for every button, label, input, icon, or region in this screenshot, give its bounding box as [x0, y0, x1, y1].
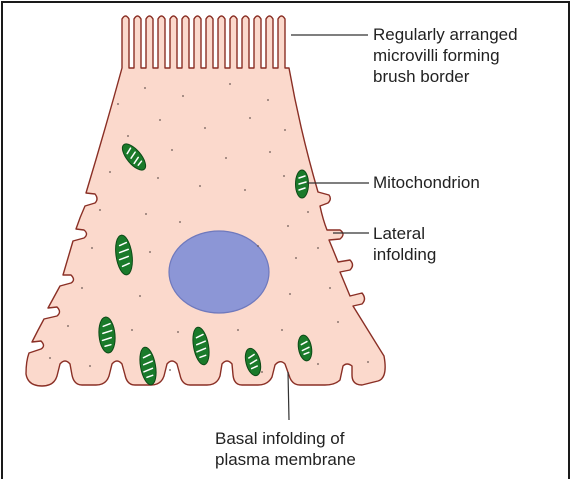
label-basal-infolding-line-1: Basal infolding of: [215, 428, 356, 449]
label-brush-border: Regularly arranged microvilli forming br…: [373, 24, 518, 87]
nucleus: [169, 231, 269, 313]
label-lateral-infolding: Lateral infolding: [373, 223, 436, 265]
label-basal-infolding: Basal infolding of plasma membrane: [215, 428, 356, 470]
label-lateral-infolding-line-2: infolding: [373, 244, 436, 265]
label-brush-border-line-1: Regularly arranged: [373, 24, 518, 45]
label-brush-border-line-3: brush border: [373, 66, 518, 87]
label-brush-border-line-2: microvilli forming: [373, 45, 518, 66]
basal-infolding-leader: [288, 372, 289, 420]
cell-membrane: [26, 16, 385, 386]
label-mitochondrion: Mitochondrion: [373, 172, 480, 193]
mitochondrion-2: [296, 170, 309, 198]
label-lateral-infolding-line-1: Lateral: [373, 223, 436, 244]
label-basal-infolding-line-2: plasma membrane: [215, 449, 356, 470]
